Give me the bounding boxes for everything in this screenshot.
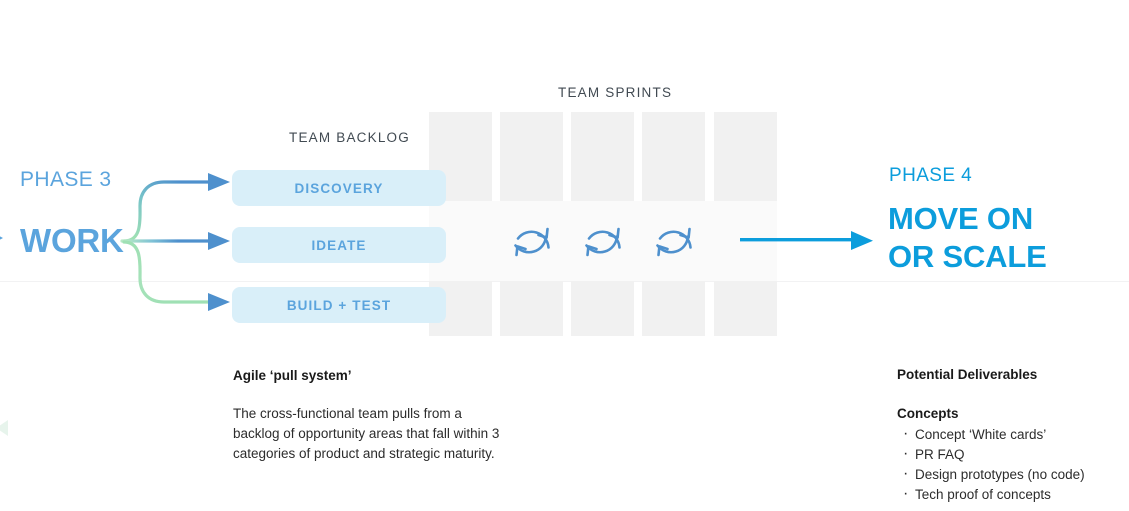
backlog-item-build-test[interactable]: BUILD + TEST — [232, 287, 446, 323]
list-item: Design prototypes (no code) — [897, 464, 1129, 485]
backlog-item-ideate[interactable]: IDEATE — [232, 227, 446, 263]
refresh-cycle-icon — [506, 216, 558, 268]
note-potential-deliverables: Potential Deliverables Concepts Concept … — [897, 367, 1129, 505]
brace-splitter-icon — [118, 160, 236, 325]
phase3-label: PHASE 3 — [20, 168, 112, 191]
backlog-item-discovery[interactable]: DISCOVERY — [232, 170, 446, 206]
backlog-item-label: IDEATE — [311, 237, 367, 253]
list-item: Concept ‘White cards’ — [897, 424, 1129, 445]
phase3-title: WORK — [20, 222, 124, 259]
note-right-heading: Potential Deliverables — [897, 367, 1038, 382]
note-left-heading: Agile ‘pull system’ — [233, 368, 352, 383]
horizontal-divider — [0, 281, 1129, 282]
note-agile-pull-system: Agile ‘pull system’ The cross-functional… — [233, 368, 501, 464]
edge-arrow-left-blue-icon — [0, 233, 3, 243]
sprint-active-row-band — [429, 201, 777, 281]
backlog-item-label: BUILD + TEST — [286, 297, 392, 313]
backlog-item-label: DISCOVERY — [294, 180, 384, 196]
team-backlog-label: TEAM BACKLOG — [289, 130, 410, 145]
phase4-title-line1: MOVE ON — [888, 201, 1034, 236]
note-left-body: The cross-functional team pulls from a b… — [233, 406, 500, 461]
edge-arrow-left-green-icon — [0, 420, 8, 436]
arrow-right-icon — [740, 228, 875, 259]
list-item: Tech proof of concepts — [897, 484, 1129, 505]
refresh-cycle-icon — [577, 216, 629, 268]
phase4-title-line2: OR SCALE — [888, 239, 1047, 274]
note-right-subheading: Concepts — [897, 406, 959, 421]
refresh-cycle-icon — [648, 216, 700, 268]
team-sprints-label: TEAM SPRINTS — [558, 85, 673, 100]
phase4-title: MOVE ON OR SCALE — [888, 200, 1047, 276]
phase4-label: PHASE 4 — [889, 165, 973, 186]
list-item: PR FAQ — [897, 444, 1129, 465]
deliverables-list: Concept ‘White cards’ PR FAQ Design prot… — [897, 424, 1129, 505]
